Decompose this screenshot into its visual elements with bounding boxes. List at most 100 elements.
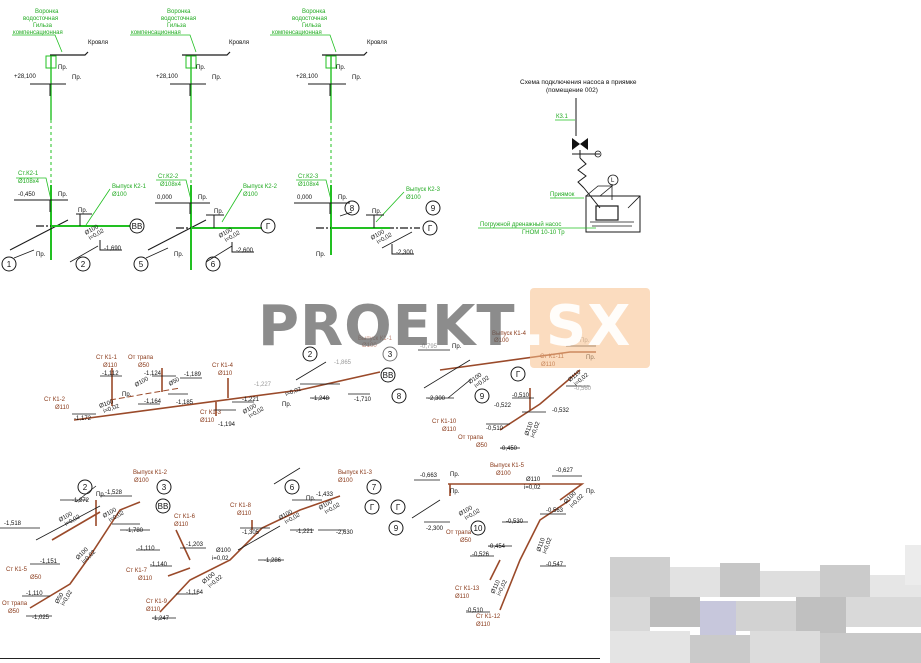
axis-bubble bbox=[155, 498, 171, 514]
funnel-label: Гильза bbox=[167, 23, 187, 29]
level-mark: -0,560 bbox=[574, 386, 592, 392]
level-mark: +28,100 bbox=[14, 74, 37, 80]
axis-bubble bbox=[260, 218, 276, 234]
funnel-label: Гильза bbox=[302, 23, 322, 29]
level-mark: -0,454 bbox=[488, 544, 506, 550]
funnel-label: Гильза bbox=[33, 23, 53, 29]
outlet-diameter: Ø100 bbox=[362, 343, 377, 349]
riser-k2-1: Ст.К2-1 Ø108х4 -0,450 Пр. Выпуск К2-1 Ø1… bbox=[1, 171, 147, 272]
axis-label: Г bbox=[516, 370, 521, 379]
axis-label: 3 bbox=[162, 483, 167, 492]
level-mark: -1,164 bbox=[186, 590, 204, 596]
funnel-label: водосточная bbox=[23, 16, 58, 22]
axis-bubble bbox=[388, 520, 404, 536]
axis-bubble bbox=[205, 256, 221, 272]
outlet-diameter: Ø100 bbox=[496, 471, 511, 477]
axis-bubble bbox=[510, 366, 526, 382]
outlet-label: Выпуск К1-5 bbox=[490, 463, 525, 469]
scheme-subtitle: (помещение 002) bbox=[546, 87, 598, 94]
funnel-label: Воронка bbox=[35, 9, 59, 15]
funnel-label: компенсационная bbox=[131, 30, 181, 36]
axis-bubble bbox=[1, 256, 17, 272]
riser-label: Ст К1-2 bbox=[44, 397, 66, 403]
axis-bubble bbox=[129, 218, 145, 234]
outlet-label: Выпуск К1-2 bbox=[133, 470, 168, 476]
ladder-label: От трапа bbox=[128, 355, 154, 361]
riser-diameter: Ø110 bbox=[200, 418, 215, 424]
axis-label: 2 bbox=[83, 483, 88, 492]
level-mark: -0,510 bbox=[486, 426, 504, 432]
level-sensor-icon bbox=[607, 174, 619, 186]
pr-label: Пр. bbox=[36, 252, 46, 258]
riser-label: Ст.К2-3 bbox=[298, 174, 319, 180]
level-mark: -0,563 bbox=[546, 508, 564, 514]
riser-diameter: Ø108х4 bbox=[160, 182, 182, 188]
riser-label: Ст.К2-1 bbox=[18, 171, 39, 177]
level-mark: -1,221 bbox=[242, 397, 260, 403]
pr-label: Пр. bbox=[282, 402, 292, 408]
riser-diameter: Ø110 bbox=[103, 363, 118, 369]
pipe-diameter: Ø110 bbox=[490, 579, 502, 595]
axis-label: 1 bbox=[7, 260, 12, 269]
axis-label: 2 bbox=[81, 260, 86, 269]
pit-label: Приямок bbox=[550, 192, 575, 198]
scheme-title: Схема подключения насоса в приямке bbox=[520, 79, 637, 86]
level-mark: 0,000 bbox=[157, 195, 173, 201]
axis-bubble bbox=[364, 499, 380, 515]
riser-label: Ст К1-10 bbox=[432, 419, 457, 425]
level-mark: -1,112 bbox=[102, 371, 119, 377]
pr-label: Пр. bbox=[580, 338, 590, 344]
level-mark: -2,300 bbox=[396, 250, 414, 256]
riser-k2-3: Ст.К2-3 Ø108х4 0,000 Пр. Выпуск К2-3 Ø10… bbox=[294, 174, 441, 258]
pipe-slope: i=0,02 bbox=[542, 536, 554, 554]
level-mark: -0,530 bbox=[506, 519, 524, 525]
level-mark: -2,600 bbox=[236, 248, 254, 254]
level-mark: -0,663 bbox=[420, 473, 438, 479]
riser-diameter: Ø110 bbox=[237, 511, 252, 517]
ladder-diameter: Ø50 bbox=[138, 363, 150, 369]
level-mark: -1,025 bbox=[32, 615, 50, 621]
axis-bubble bbox=[422, 220, 438, 236]
pr-label: Пр. bbox=[336, 65, 346, 71]
outlet-label: Выпуск К2-1 bbox=[112, 184, 147, 190]
level-mark: -0,795 bbox=[420, 344, 438, 350]
pump-body bbox=[595, 205, 619, 221]
pr-label: Пр. bbox=[58, 65, 68, 71]
pipe-slope: i=0,02 bbox=[285, 386, 303, 398]
level-mark: -1,140 bbox=[150, 562, 168, 568]
riser-label: Ст.К2-2 bbox=[158, 174, 179, 180]
roof-drain-3: Воронка водосточная Гильза компенсационн… bbox=[270, 9, 387, 185]
axis-label: Г bbox=[266, 222, 271, 231]
axis-label: ВВ bbox=[158, 502, 169, 511]
pr-label: Пр. bbox=[196, 65, 206, 71]
level-mark: -0,510 bbox=[512, 393, 530, 399]
level-mark: +28,100 bbox=[296, 74, 319, 80]
level-mark: -0,510 bbox=[466, 608, 484, 614]
riser-label: Ст К1-5 bbox=[6, 567, 28, 573]
level-mark: -2,300 bbox=[426, 526, 444, 532]
frame-line bbox=[0, 658, 600, 659]
ladder-label: От трапа bbox=[446, 530, 472, 536]
axis-bubble bbox=[380, 367, 396, 383]
pr-label: Пр. bbox=[586, 489, 596, 495]
level-mark: -1,110 bbox=[138, 546, 155, 552]
outlet-label: Выпуск К2-3 bbox=[406, 187, 441, 193]
pr-label: Пр. bbox=[122, 392, 132, 398]
axis-bubble bbox=[284, 479, 300, 495]
riser-diameter: Ø108х4 bbox=[18, 179, 40, 185]
level-mark: -0,526 bbox=[472, 552, 490, 558]
outlet-label: Выпуск К1-1 bbox=[358, 336, 393, 342]
riser-diameter: Ø110 bbox=[541, 362, 556, 368]
pr-label: Пр. bbox=[372, 209, 382, 215]
axis-label: 6 bbox=[290, 483, 295, 492]
outlet-label: Выпуск К1-4 bbox=[492, 331, 527, 337]
k3-label: К3.1 bbox=[556, 114, 568, 120]
outlet-diameter: Ø100 bbox=[338, 478, 353, 484]
level-mark: -1,151 bbox=[40, 559, 58, 565]
roof-label: Кровля bbox=[88, 40, 108, 46]
axis-label: ВВ bbox=[132, 222, 143, 231]
level-mark: -1,248 bbox=[312, 396, 330, 402]
ladder-diameter: Ø50 bbox=[476, 443, 488, 449]
level-mark: -1,227 bbox=[254, 382, 272, 388]
pr-label: Пр. bbox=[58, 192, 68, 198]
